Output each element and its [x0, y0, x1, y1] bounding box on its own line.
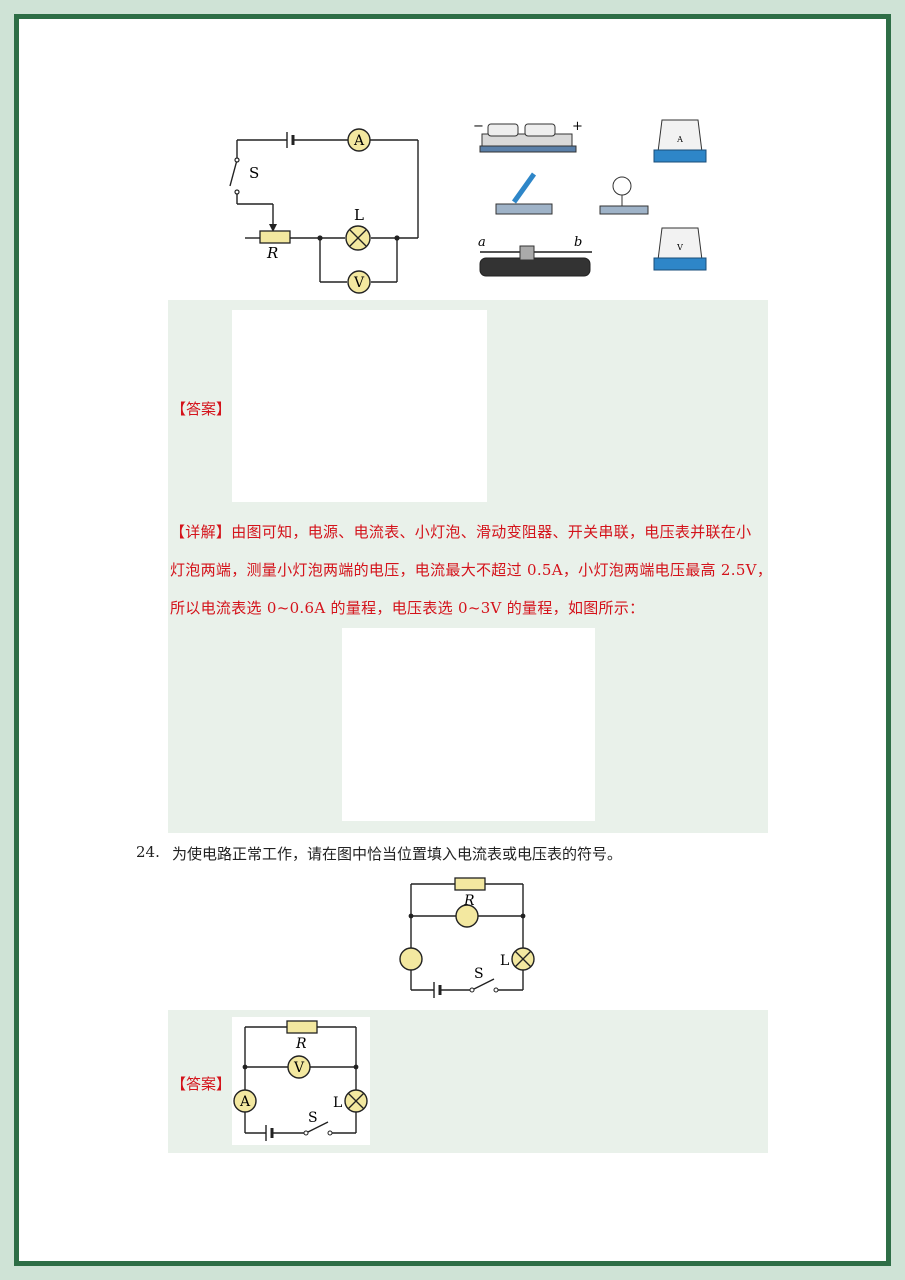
a-lamp-label: L: [333, 1095, 342, 1111]
circuit-diagram-top: A V S L R: [229, 128, 419, 294]
question-text: 为使电路正常工作，请在图中恰当位置填入电流表或电压表的符号。: [172, 845, 623, 863]
answer-voltmeter-symbol: V: [293, 1060, 305, 1076]
question-circuit: R S L: [399, 877, 535, 998]
rheostat-label: R: [266, 244, 278, 262]
answer-tag-1: 【答案】: [171, 400, 232, 418]
a-resistor-label: R: [295, 1036, 307, 1052]
explanation-line-3: 所以电流表选 0~0.6A 的量程，电压表选 0~3V 的量程，如图所示：: [170, 599, 645, 617]
battery-plus-label: +: [572, 119, 583, 134]
explanation-line-1: 【详解】由图可知，电源、电流表、小灯泡、滑动变阻器、开关串联，电压表并联在小: [170, 523, 752, 541]
battery-minus-label: −: [473, 119, 484, 134]
answer-ammeter-symbol: A: [239, 1094, 251, 1110]
meter-v-face: V: [676, 243, 683, 252]
q-lamp-label: L: [500, 953, 509, 969]
answer-circuit-2: V A R S L: [232, 1017, 370, 1145]
voltmeter-symbol: V: [353, 275, 365, 291]
q-resistor-label: R: [463, 893, 475, 909]
apparatus-picture: − + A V a b: [473, 119, 707, 277]
rheostat-end-a: a: [478, 235, 486, 250]
switch-label: S: [249, 164, 259, 182]
explanation-figure: [342, 628, 595, 821]
lamp-label: L: [354, 206, 364, 224]
rheostat-end-b: b: [574, 235, 582, 250]
answer-tag-2: 【答案】: [171, 1075, 232, 1093]
ammeter-symbol: A: [353, 133, 365, 149]
meter-a-face: A: [676, 135, 683, 144]
question-number: 24.: [136, 843, 160, 861]
explanation-line-2: 灯泡两端，测量小灯泡两端的电压，电流最大不超过 0.5A，小灯泡两端电压最高 2…: [170, 561, 773, 579]
a-switch-label: S: [308, 1110, 318, 1126]
answer-figure-1: [232, 310, 487, 502]
q-switch-label: S: [474, 966, 484, 982]
